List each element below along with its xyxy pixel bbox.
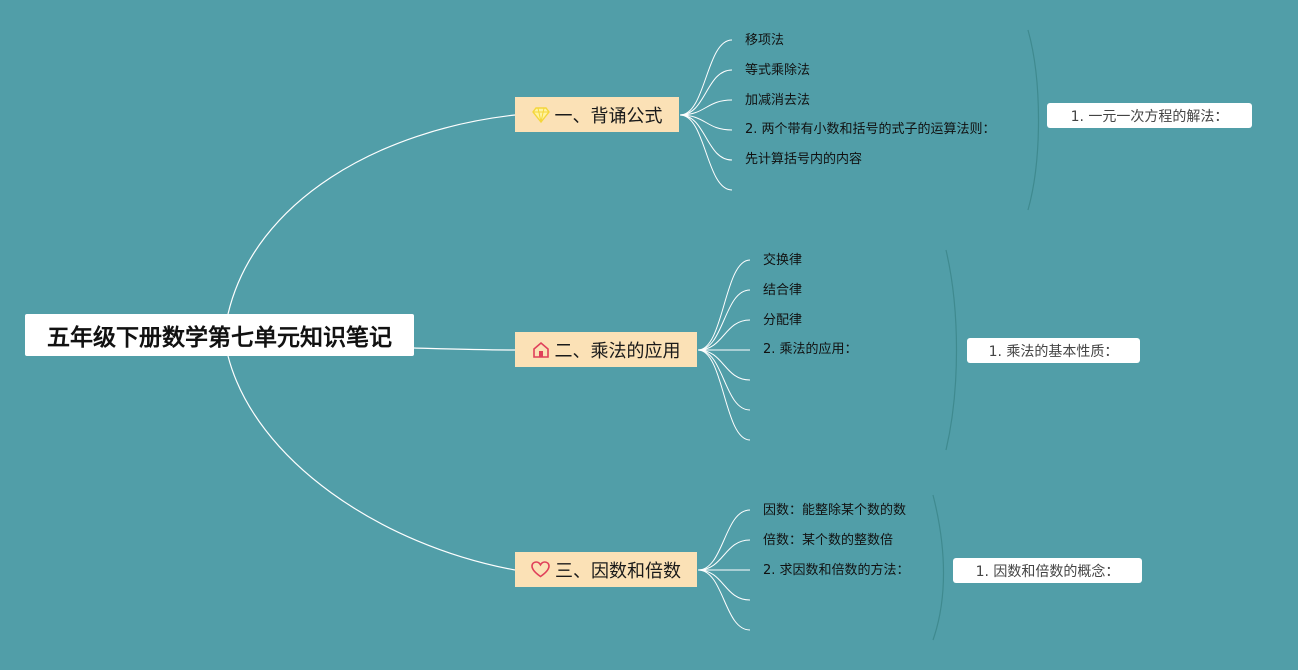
leaf-link-3-4 [697,569,751,601]
link-root-branch-1 [227,114,516,315]
leaf-link-2-3 [697,319,751,351]
leaf-link-2-5 [697,349,751,381]
leaf-1-5[interactable]: 先计算括号内的内容 [745,152,863,167]
summary-tag-3[interactable]: 1. 因数和倍数的概念： [953,558,1142,583]
leaf-link-3-1 [697,509,751,571]
leaf-link-1-4 [679,114,733,131]
bracket-branch-2 [945,249,958,451]
link-root-branch-2 [413,347,516,351]
summary-tag-2-text: 1. 乘法的基本性质： [988,343,1119,360]
link-root-branch-3 [227,355,516,571]
summary-tag-3-text: 1. 因数和倍数的概念： [975,563,1120,580]
leaf-1-2[interactable]: 等式乘除法 [745,63,811,78]
bracket-branch-3 [932,494,945,641]
root-node[interactable]: 五年级下册数学第七单元知识笔记 [25,314,414,356]
leaf-link-1-5 [679,114,733,161]
root-title: 五年级下册数学第七单元知识笔记 [47,325,392,351]
leaf-2-2[interactable]: 结合律 [763,283,803,298]
leaf-3-3[interactable]: 2. 求因数和倍数的方法： [763,563,910,578]
leaf-2-4[interactable]: 2. 乘法的应用： [763,342,858,357]
leaf-link-1-1 [679,39,733,116]
branch-node-2[interactable]: 二、乘法的应用 [515,332,697,367]
leaf-link-1-3 [679,99,733,116]
heart-icon [531,561,550,578]
leaf-link-3-2 [697,539,751,571]
leaf-link-2-2 [697,289,751,351]
leaf-3-2[interactable]: 倍数：某个数的整数倍 [763,533,894,548]
leaf-3-1[interactable]: 因数：能整除某个数的数 [763,503,907,518]
leaf-1-1[interactable]: 移项法 [745,33,785,48]
leaf-link-3-5 [697,569,751,631]
summary-tag-1[interactable]: 1. 一元一次方程的解法： [1047,103,1252,128]
branch-label-3: 三、因数和倍数 [555,560,681,582]
leaf-1-3[interactable]: 加减消去法 [745,93,811,108]
branch-label-1: 一、背诵公式 [554,105,663,127]
leaf-link-2-7 [697,349,751,441]
house-icon [532,341,550,358]
leaf-2-1[interactable]: 交换律 [763,253,803,268]
leaf-1-4[interactable]: 2. 两个带有小数和括号的式子的运算法则： [745,122,996,137]
branch-node-1[interactable]: 一、背诵公式 [515,97,679,132]
leaf-link-1-6 [679,114,733,191]
leaf-link-2-1 [697,259,751,351]
branch-node-3[interactable]: 三、因数和倍数 [515,552,697,587]
leaf-link-2-6 [697,349,751,411]
bracket-branch-1 [1027,29,1040,211]
summary-tag-2[interactable]: 1. 乘法的基本性质： [967,338,1140,363]
summary-tag-1-text: 1. 一元一次方程的解法： [1070,108,1229,125]
branch-label-2: 二、乘法的应用 [554,340,681,362]
leaf-2-3[interactable]: 分配律 [763,313,803,328]
leaf-link-1-2 [679,69,733,116]
diamond-icon [531,106,550,123]
